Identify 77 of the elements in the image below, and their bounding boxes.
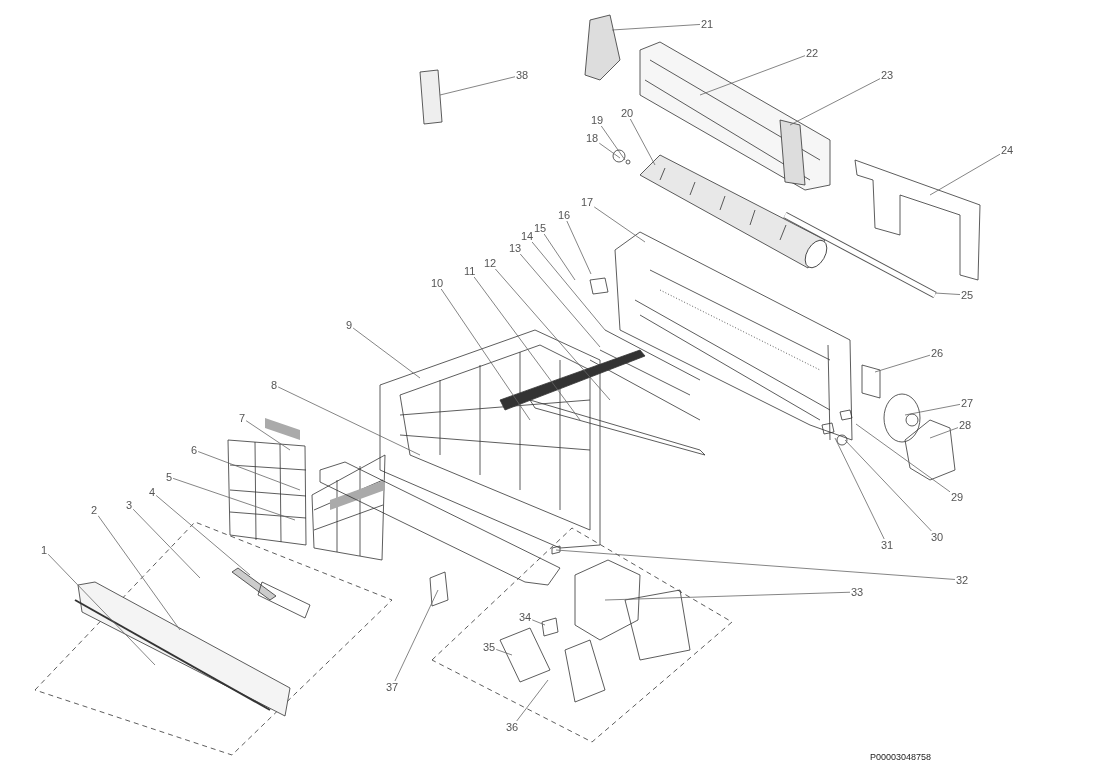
callout-number: 11 [463,265,477,277]
leader-line [600,125,626,161]
callout-number: 27 [960,397,975,409]
callout-number: 24 [1000,144,1015,156]
leader-line [531,241,606,331]
callout-number: 10 [430,277,445,289]
callout-number: 5 [165,471,174,483]
callout-number: 38 [515,69,530,81]
callout-number: 16 [557,209,572,221]
callout-number: 15 [533,222,548,234]
leader-line [352,327,421,379]
callout-number: 1 [40,544,49,556]
leader-line [519,253,601,348]
leader-line [598,142,621,159]
leader-line [543,233,576,281]
callout-number: 7 [238,412,247,424]
callout-number: 25 [960,289,975,301]
callout-number: 26 [930,347,945,359]
callout-number: 30 [930,531,945,543]
callout-number: 6 [190,444,199,456]
leader-line [516,679,549,722]
callout-number: 19 [590,114,605,126]
leader-line [473,276,581,421]
leader-line [566,220,592,275]
leader-line [904,404,961,416]
callout-number: 22 [805,47,820,59]
callout-number: 12 [483,257,498,269]
leader-line [874,354,931,373]
callout-number: 20 [620,107,635,119]
leader-line [245,420,291,451]
leader-line [611,24,701,31]
callout-number: 36 [505,721,520,733]
callout-number: 37 [385,681,400,693]
callout-number: 35 [482,641,497,653]
leader-line [699,55,806,96]
callout-number: 13 [508,242,523,254]
leader-line [197,451,301,491]
callout-number: 9 [345,319,354,331]
leader-line [394,589,439,682]
leader-line [555,549,956,580]
part-code: P00003048758 [870,752,932,762]
leader-line [172,478,296,521]
callout-number: 17 [580,196,595,208]
callout-number: 21 [700,18,715,30]
leader-line [97,515,181,631]
leader-line [604,591,851,601]
leader-line [495,268,611,401]
leader-line [929,153,1001,196]
callout-number: 4 [148,486,157,498]
leader-line [440,288,531,421]
callout-number: 34 [518,611,533,623]
leader-line [495,649,513,656]
leader-line [855,423,951,493]
leader-line [789,78,881,126]
callout-number: 33 [850,586,865,598]
callout-number: 32 [955,574,970,586]
callout-number: 29 [950,491,965,503]
leader-line [439,76,516,96]
leader-line [929,427,959,439]
leader-line [629,118,656,166]
leader-line [47,553,156,666]
callout-number: 14 [520,230,535,242]
leader-line [844,439,932,532]
callout-number: 28 [958,419,973,431]
callout-number: 3 [125,499,134,511]
leader-line [834,437,885,540]
leader-line [277,386,421,456]
leader-line [593,206,646,243]
callout-number: 2 [90,504,99,516]
leader-line [531,619,546,626]
leader-line [132,508,201,579]
callout-number: 23 [880,69,895,81]
callout-number: 18 [585,132,600,144]
leader-line [934,292,961,295]
callout-number: 8 [270,379,279,391]
leader-line [155,495,251,576]
callout-number: 31 [880,539,895,551]
